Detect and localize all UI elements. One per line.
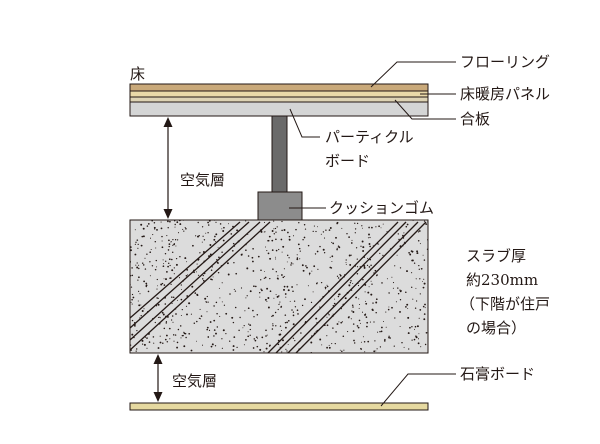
flooring-leader xyxy=(370,61,456,88)
plywood-leader xyxy=(394,99,456,120)
cushion-rubber xyxy=(257,191,303,221)
flooring-layer xyxy=(129,83,429,92)
concrete-slab xyxy=(129,219,429,354)
slab-label-line3: （下階が住戸 xyxy=(460,295,550,313)
lower-air-layer-label: 空気層 xyxy=(172,372,217,390)
heating-panel-layer xyxy=(129,90,429,98)
slab-label-line1: スラブ厚 xyxy=(466,247,526,265)
slab-label-line2: 約230mm xyxy=(466,271,538,289)
floor-support xyxy=(257,115,303,221)
floor-finish-layers xyxy=(129,83,429,117)
particle-board-layer xyxy=(129,101,429,117)
rebar-lines xyxy=(130,221,427,353)
particle-board-label-line2: ボード xyxy=(325,152,370,170)
upper-air-layer-label: 空気層 xyxy=(180,171,225,189)
slab-label-line4: の場合） xyxy=(466,319,526,337)
floor-title: 床 xyxy=(130,65,145,83)
particle-board-label-line1: パーティクル xyxy=(325,128,414,146)
support-stud xyxy=(271,115,288,193)
upper-air-gap-arrow xyxy=(163,117,173,219)
gypsum-board-leader xyxy=(380,373,456,407)
cushion-rubber-label: クッションゴム xyxy=(329,199,434,217)
lower-air-gap-arrow xyxy=(153,354,163,402)
component-labels: フローリング 床暖房パネル 合板 パーティクル ボード クッションゴム スラブ厚… xyxy=(325,53,550,383)
particle-board-leader xyxy=(289,108,320,138)
gypsum-board-label: 石膏ボード xyxy=(460,365,535,383)
leader-lines xyxy=(289,61,456,407)
flooring-label: フローリング xyxy=(460,53,550,71)
plywood-layer xyxy=(129,96,429,103)
heating-panel-label: 床暖房パネル xyxy=(460,85,550,103)
gypsum-board-layer xyxy=(129,402,429,411)
plywood-label: 合板 xyxy=(460,110,490,128)
